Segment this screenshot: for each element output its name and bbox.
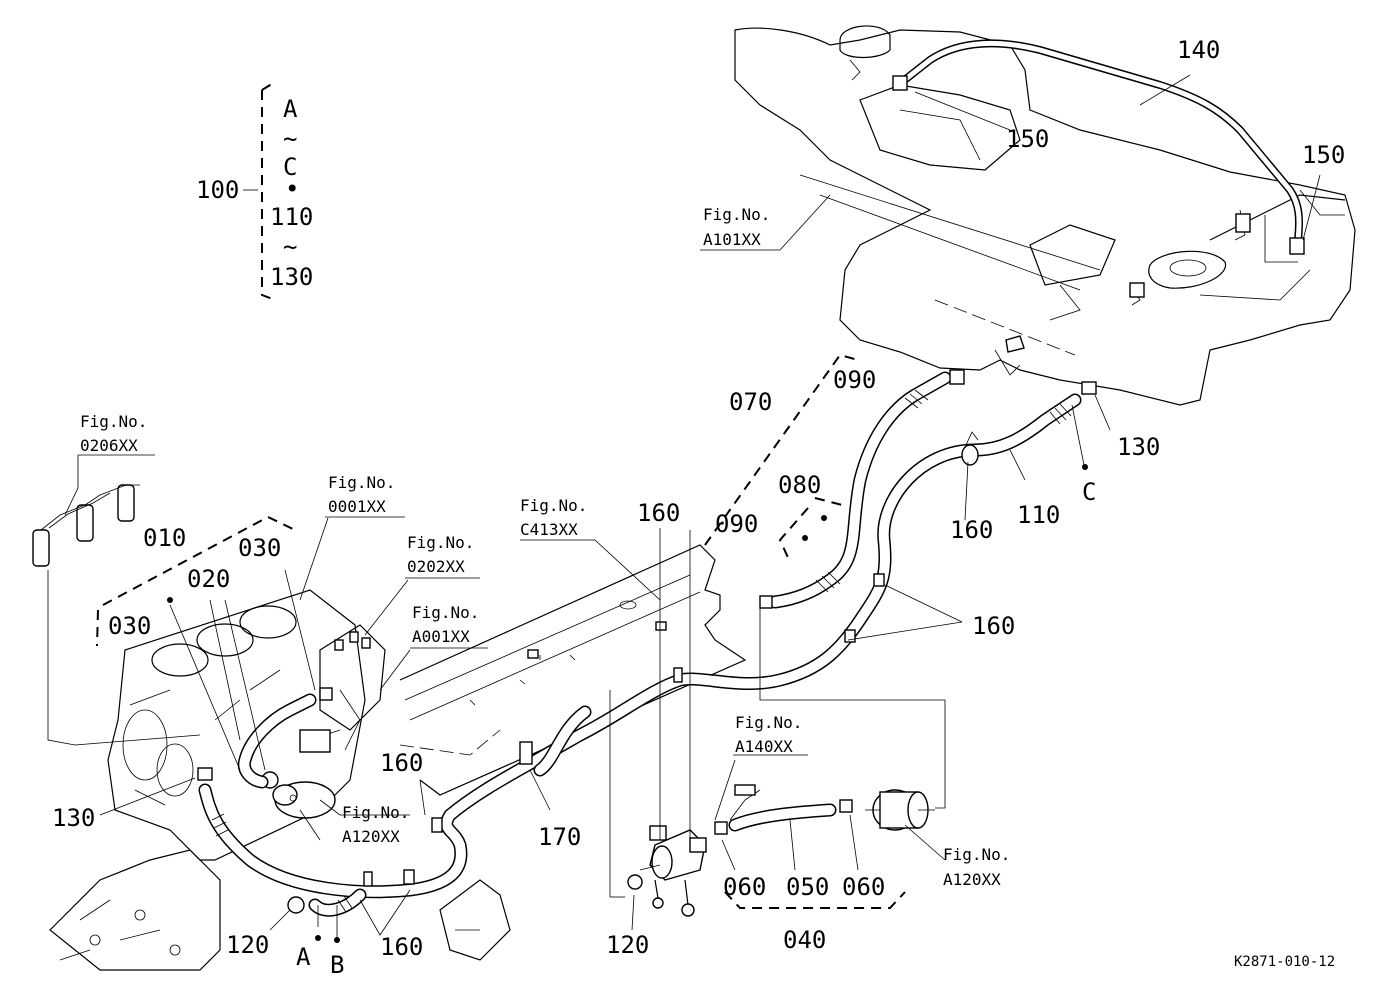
callout-150-right: 150 [1302, 141, 1345, 169]
callout-160-mid: 160 [637, 499, 680, 527]
callout-090-lower: 090 [715, 510, 758, 538]
figure-references: Fig.No. 0206XX Fig.No. 0001XX Fig.No. 02… [80, 205, 1010, 889]
callout-090-upper: 090 [833, 366, 876, 394]
callout-130-right: 130 [1117, 433, 1160, 461]
callout-110: 110 [1017, 501, 1060, 529]
callout-020: 020 [187, 565, 230, 593]
fuel-filter-040 [865, 789, 935, 831]
fig-ref-a140-code: A140XX [735, 737, 793, 756]
fig-ref-a140-label: Fig.No. [735, 713, 802, 732]
callout-130-left: 130 [52, 804, 95, 832]
fuel-filter-020 [261, 771, 336, 819]
group-bracket: 100 A ~ C • 110 ~ 130 [196, 95, 313, 291]
callout-040: 040 [783, 926, 826, 954]
fig-ref-c413-code: C413XX [520, 520, 578, 539]
fuel-pump [639, 784, 761, 917]
fig-ref-a120-left-label: Fig.No. [342, 803, 409, 822]
callout-060-left: 060 [723, 873, 766, 901]
fig-ref-0206-label: Fig.No. [80, 412, 147, 431]
group-item-tilde: ~ [283, 125, 297, 153]
callout-a: A [296, 943, 311, 971]
callout-080: 080 [778, 471, 821, 499]
callout-030-upper: 030 [238, 534, 281, 562]
group-item-130: 130 [270, 263, 313, 291]
hose-clamps [197, 335, 1097, 914]
callout-160-bottom: 160 [380, 933, 423, 961]
fuel-tank [734, 25, 1356, 406]
group-item-tilde-2: ~ [283, 233, 297, 261]
callout-010: 010 [143, 524, 186, 552]
fig-ref-a001-code: A001XX [412, 627, 470, 646]
callout-030-lower: 030 [108, 612, 151, 640]
callout-160-tank: 160 [950, 516, 993, 544]
callout-c: C [1082, 478, 1096, 506]
fig-ref-0202-code: 0202XX [407, 557, 465, 576]
injector-nozzles [32, 484, 201, 746]
fig-ref-a120-right-label: Fig.No. [943, 845, 1010, 864]
fig-ref-a120-right-code: A120XX [943, 870, 1001, 889]
callout-160-right: 160 [972, 612, 1015, 640]
fig-ref-0001-code: 0001XX [328, 497, 386, 516]
callout-050: 050 [786, 873, 829, 901]
leader-lines [64, 74, 1321, 940]
fuel-return-pipe-140 [892, 39, 1305, 263]
callout-150-left: 150 [1006, 125, 1049, 153]
group-number: 100 [196, 176, 239, 204]
callout-140: 140 [1177, 36, 1220, 64]
part-callouts: 010 020 030 030 130 120 A B 160 160 170 … [52, 36, 1345, 979]
callout-070: 070 [729, 388, 772, 416]
group-item-a: A [283, 95, 298, 123]
fig-ref-a120-left-code: A120XX [342, 827, 400, 846]
fig-ref-a001-label: Fig.No. [412, 603, 479, 622]
fig-ref-0202-label: Fig.No. [407, 533, 474, 552]
fig-ref-a101-label: Fig.No. [703, 205, 770, 224]
callout-120-pump: 120 [606, 931, 649, 959]
fig-ref-a101-code: A101XX [703, 230, 761, 249]
reference-dots [167, 464, 1088, 943]
fig-ref-c413-label: Fig.No. [520, 496, 587, 515]
drawing-reference-code: K2871-010-12 [1234, 954, 1335, 970]
group-item-dot: • [285, 175, 299, 203]
callout-060-right: 060 [842, 873, 885, 901]
chassis-frame [399, 544, 747, 796]
fig-ref-0001-label: Fig.No. [328, 473, 395, 492]
callout-170: 170 [538, 823, 581, 851]
group-item-c: C [283, 153, 297, 181]
injection-pump [299, 624, 386, 753]
callout-120-left: 120 [226, 931, 269, 959]
callout-b: B [330, 951, 344, 979]
fig-ref-0206-code: 0206XX [80, 436, 138, 455]
group-item-110: 110 [270, 203, 313, 231]
fuel-hoses [198, 371, 1082, 917]
callout-160-chassis: 160 [380, 749, 423, 777]
engine-block [49, 589, 511, 971]
